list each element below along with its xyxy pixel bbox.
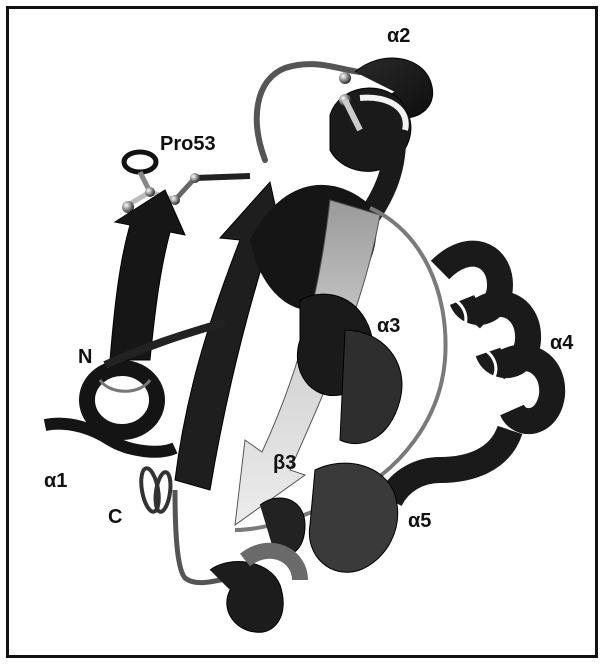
helix-alpha4 xyxy=(390,254,552,500)
label-n-terminus: N xyxy=(78,346,92,368)
label-alpha4: α4 xyxy=(550,332,574,354)
label-alpha1: α1 xyxy=(44,470,67,492)
c-terminal-loops xyxy=(138,467,172,513)
label-c-terminus: C xyxy=(108,506,122,528)
label-pro53: Pro53 xyxy=(160,133,216,155)
label-alpha3: α3 xyxy=(377,315,400,337)
label-alpha5: α5 xyxy=(408,510,431,532)
label-alpha2: α2 xyxy=(387,25,410,47)
label-beta3: β3 xyxy=(273,452,296,474)
